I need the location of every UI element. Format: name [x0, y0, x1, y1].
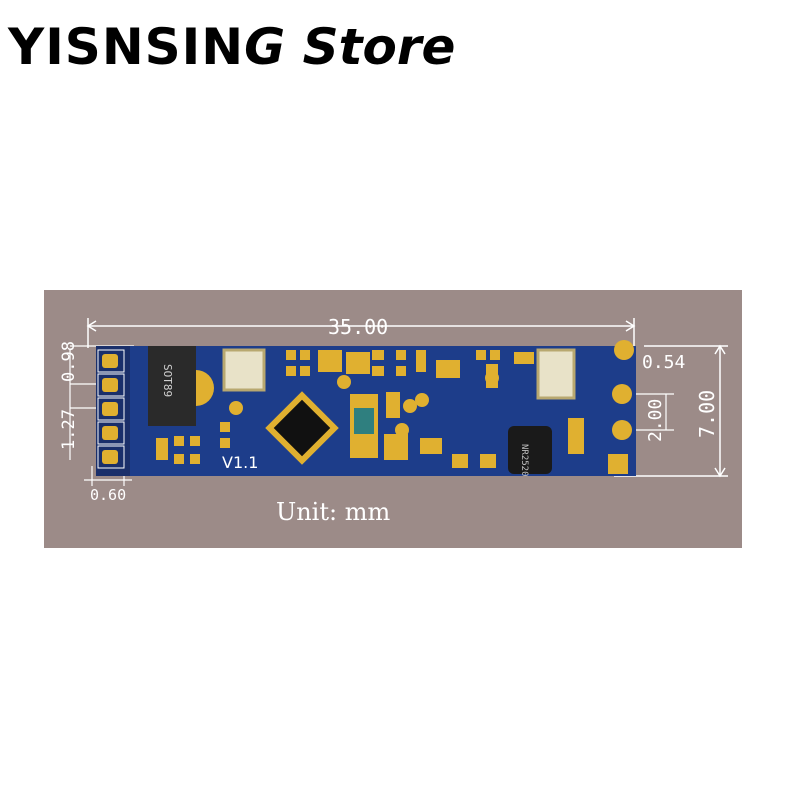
crystal-right: [536, 348, 576, 400]
dimension-left-pitch-label: 1.27: [59, 409, 79, 450]
sot89-tab: [196, 370, 214, 406]
pcb-drawing: 35.00 7.00 2.00 0.54 0.98: [59, 315, 728, 504]
store-name-rest: G Store: [244, 18, 456, 76]
dimension-pin-pitch: [632, 393, 674, 431]
dimension-pin-pitch-label: 2.00: [645, 399, 666, 442]
dimension-length: [86, 318, 636, 348]
dimension-pad-width-label: 0.60: [90, 486, 126, 504]
unit-label: Unit: mm: [276, 498, 391, 526]
product-image-panel: 35.00 7.00 2.00 0.54 0.98: [44, 290, 742, 548]
dimension-height-label: 7.00: [695, 390, 719, 438]
crystal-left: [222, 348, 266, 392]
store-title: YISNSING Store: [8, 22, 455, 72]
store-name: YISNSIN: [8, 18, 245, 76]
left-header-pins: [97, 349, 125, 469]
teal-component: [354, 408, 374, 434]
inductor-label: NR2520: [519, 444, 529, 477]
main-chip: [265, 391, 339, 465]
sot89-chip: [148, 346, 196, 426]
sot89-label: SOT89: [161, 364, 174, 397]
inductor: [508, 426, 552, 474]
dimension-length-label: 35.00: [328, 315, 388, 339]
version-label: V1.1: [222, 453, 258, 472]
dimension-top-offset-label: 0.54: [642, 352, 685, 373]
smd-components: [156, 340, 634, 474]
dimension-left-top-label: 0.98: [59, 341, 79, 382]
